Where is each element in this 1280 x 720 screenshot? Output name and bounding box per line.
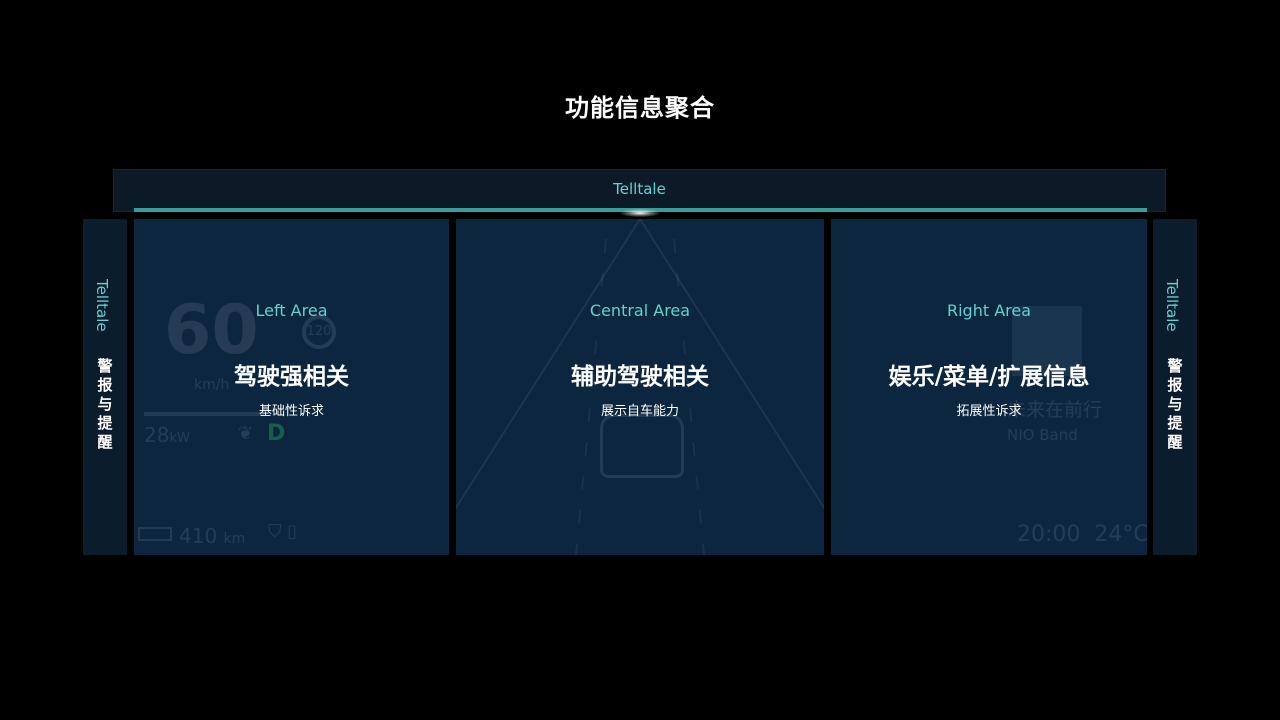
central-area-heading: 辅助驾驶相关 (571, 364, 709, 390)
central-area-label: Central Area (589, 301, 691, 320)
power-bar (144, 412, 264, 416)
page-title: 功能信息聚合 (565, 94, 715, 122)
ghost-song-title: 未来在前行 (1007, 399, 1103, 421)
ghost-speed: 60 (164, 291, 259, 370)
left-area-subheading: 基础性诉求 (258, 404, 324, 419)
telltale-side-left-caption: 警报与提醒 (97, 357, 113, 451)
ego-car-icon (600, 414, 684, 478)
status-icons: ⛉ ▯ (268, 521, 298, 542)
album-art (1012, 306, 1082, 376)
ghost-speed-unit: km/h (194, 377, 230, 393)
ghost-range: 410 km (179, 524, 246, 548)
speed-limit-sign: 120 (302, 315, 336, 349)
leaf-icon: ❦ (238, 423, 254, 444)
ghost-clock-temp: 20:00 24°C (1017, 522, 1147, 547)
right-area-heading: 娱乐/菜单/扩展信息 (888, 364, 1090, 390)
right-area-subheading: 拓展性诉求 (956, 404, 1022, 419)
telltale-side-left: Telltale 警报与提醒 (83, 219, 127, 555)
center-glow (620, 209, 660, 217)
telltale-side-right: Telltale 警报与提醒 (1153, 219, 1197, 555)
telltale-top-label: Telltale (613, 180, 666, 198)
left-area-label: Left Area (255, 301, 328, 320)
right-area: 未来在前行 NIO Band 20:00 24°C Right Area 娱乐/… (831, 219, 1147, 555)
right-area-label: Right Area (946, 301, 1032, 320)
telltale-top-bar: Telltale (113, 169, 1166, 212)
central-area-subheading: 展示自车能力 (600, 404, 679, 419)
ghost-artist: NIO Band (1007, 426, 1078, 444)
ghost-gear: D (267, 421, 286, 446)
left-area-heading: 驾驶强相关 (234, 364, 349, 390)
telltale-side-right-label: Telltale (1163, 279, 1181, 332)
ghost-power: 28kW (144, 423, 190, 447)
road-lines (456, 219, 824, 555)
telltale-side-right-caption: 警报与提醒 (1167, 357, 1183, 451)
left-area: 60 km/h 120 28kW ❦ D 410 km ⛉ ▯ Left Are… (134, 219, 449, 555)
telltale-side-left-label: Telltale (93, 279, 111, 332)
battery-icon (138, 527, 172, 541)
central-area: Central Area 辅助驾驶相关 展示自车能力 (456, 219, 824, 555)
